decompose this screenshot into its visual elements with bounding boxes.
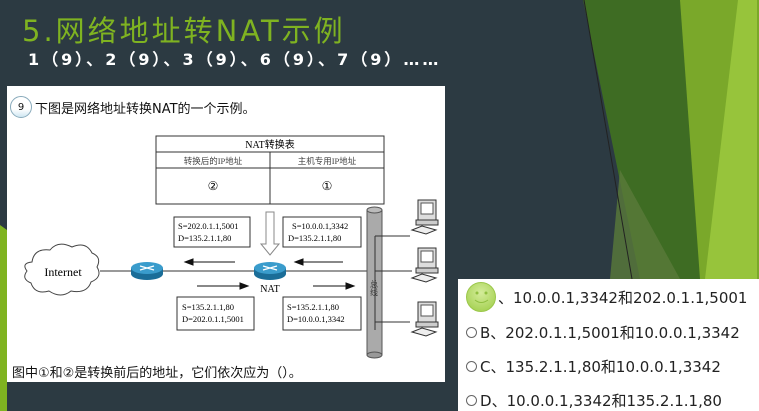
option-c-text: 、135.2.1.1,80和10.0.0.1,3342 — [490, 358, 721, 376]
option-c-letter: C — [480, 357, 491, 376]
nat-table-cell-left: ② — [208, 179, 219, 193]
question-caption: 图中①和②是转换前后的地址，它们依次应为（）。 — [12, 366, 302, 381]
host-links — [374, 235, 410, 330]
divider-line — [583, 0, 633, 280]
bus-label: 总线 — [370, 279, 379, 296]
option-d[interactable]: D 、10.0.0.1,3342和135.2.1.1,80 — [466, 390, 722, 411]
internet-label: Internet — [44, 265, 82, 279]
nat-diagram: NAT转换表 转换后的IP地址 主机专用IP地址 ② ① S=202.0.1.1… — [24, 135, 439, 359]
box-tr-line2: D=135.2.1.1,80 — [288, 233, 341, 243]
radio-icon[interactable] — [466, 395, 477, 406]
nat-table-cell-right: ① — [322, 179, 333, 193]
box-br-line1: S=135.2.1.1,80 — [287, 302, 339, 312]
smiley-icon — [466, 282, 496, 312]
packet-box-bottom-left — [176, 296, 255, 331]
nat-label: NAT — [260, 284, 279, 295]
question-number-badge: 9 — [10, 96, 32, 118]
option-b-text: 、202.0.1.1,5001和10.0.0.1,3342 — [490, 324, 740, 342]
nat-table-col-left: 转换后的IP地址 — [184, 156, 243, 166]
option-a[interactable]: 、10.0.0.1,3342和202.0.1.1,5001 — [466, 282, 747, 312]
packet-boxes — [173, 216, 362, 331]
router-icon — [131, 262, 163, 280]
box-tr-line1: S=10.0.0.1,3342 — [292, 221, 348, 231]
down-arrow-icon — [259, 211, 281, 256]
packet-box-top-right — [282, 216, 362, 248]
packet-box-bottom-right — [282, 296, 362, 331]
box-tl-line2: D=135.2.1.1,80 — [178, 233, 231, 243]
nat-table-col-right: 主机专用IP地址 — [298, 156, 357, 166]
nat-router-icon — [254, 262, 286, 280]
green-shape-light — [705, 0, 757, 279]
option-d-letter: D — [480, 391, 492, 410]
green-shape-left — [0, 225, 7, 411]
flow-arrows — [183, 258, 356, 290]
option-a-text: 、10.0.0.1,3342和202.0.1.1,5001 — [498, 288, 748, 307]
computer-icons — [410, 199, 439, 337]
option-b[interactable]: B 、202.0.1.1,5001和10.0.0.1,3342 — [466, 322, 740, 343]
radio-icon[interactable] — [466, 361, 477, 372]
option-d-text: 、10.0.0.1,3342和135.2.1.1,80 — [491, 392, 722, 410]
internet-cloud-icon — [24, 243, 100, 296]
nat-table — [155, 135, 385, 205]
option-b-letter: B — [480, 323, 491, 342]
box-bl-line2: D=202.0.1.1,5001 — [182, 314, 244, 324]
box-tl-line1: S=202.0.1.1,5001 — [178, 221, 239, 231]
radio-icon[interactable] — [466, 327, 477, 338]
slide-title: 5.网络地址转NAT示例 — [22, 14, 346, 48]
answer-options: 、10.0.0.1,3342和202.0.1.1,5001 B 、202.0.1… — [458, 279, 759, 411]
box-bl-line1: S=135.2.1.1,80 — [182, 302, 234, 312]
question-stem-text: 下图是网络地址转换NAT的一个示例。 — [35, 101, 256, 117]
box-br-line2: D=10.0.0.1,3342 — [287, 314, 345, 324]
packet-box-top-left — [173, 216, 251, 248]
question-stem: 9 下图是网络地址转换NAT的一个示例。 — [10, 96, 256, 118]
option-c[interactable]: C 、135.2.1.1,80和10.0.0.1,3342 — [466, 356, 721, 377]
nat-table-title: NAT转换表 — [245, 138, 294, 151]
computer-icon — [410, 247, 439, 283]
computer-icon — [410, 199, 439, 235]
slide-subtitle: 1（9）、2（9）、3（9）、6（9）、7（9）…… — [28, 50, 442, 69]
computer-icon — [410, 301, 439, 337]
